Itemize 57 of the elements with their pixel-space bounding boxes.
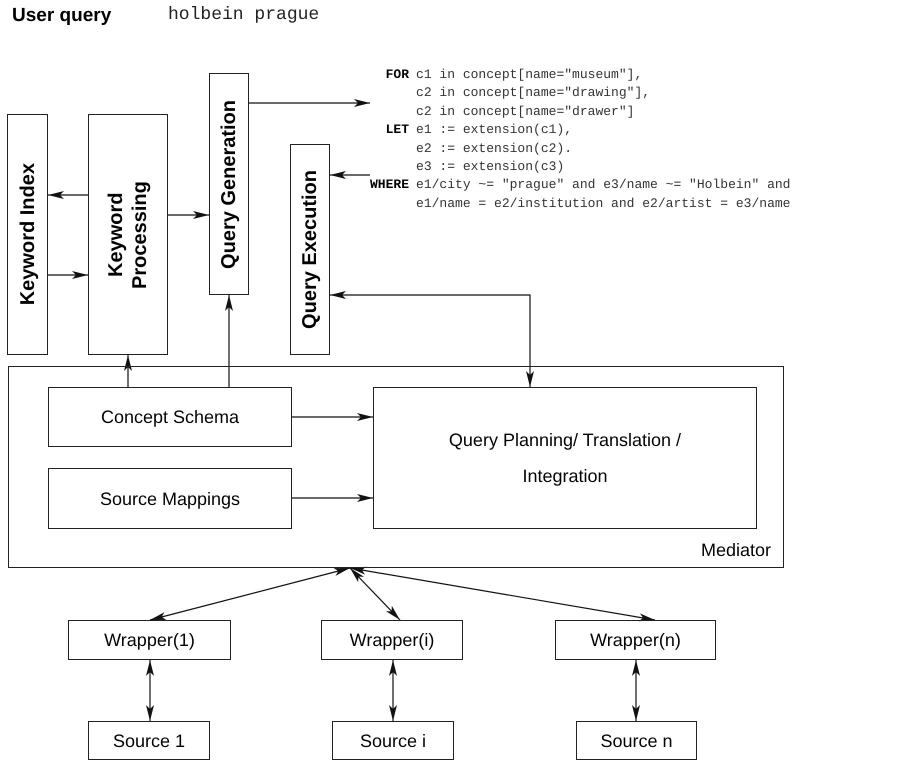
process-box xyxy=(373,387,757,529)
box-label: Keyword Processing xyxy=(104,180,152,290)
process-box xyxy=(332,721,454,760)
box-label: Concept Schema xyxy=(100,406,240,428)
query-text: holbein prague xyxy=(168,5,320,25)
box-label: Source 1 xyxy=(112,730,186,752)
arrow xyxy=(350,568,400,620)
code-line: c2 in concept[name="drawer"] xyxy=(416,102,636,121)
arrow xyxy=(48,191,88,199)
arrow xyxy=(48,271,88,279)
code-line: e1/city ~= "prague" and e3/name ~= "Holbein" and xyxy=(416,176,792,194)
code-keyword: LET xyxy=(384,121,410,140)
box-label: Wrapper(1) xyxy=(103,629,196,651)
arrow xyxy=(168,211,209,219)
arrow xyxy=(632,660,640,721)
code-line: e2 := extension(c2). xyxy=(416,140,574,158)
arrow xyxy=(389,660,397,721)
process-box xyxy=(290,144,330,355)
process-box xyxy=(68,620,231,660)
arrow xyxy=(292,494,373,502)
code-line: e1/name = e2/institution and e2/artist = e3/name xyxy=(416,194,792,213)
code-line: e3 := extension(c3) xyxy=(416,158,566,176)
arrow xyxy=(350,566,656,622)
box-label: Source Mappings xyxy=(98,488,242,510)
process-box xyxy=(88,114,168,355)
heading: User query xyxy=(12,5,112,27)
arrow xyxy=(124,355,132,387)
process-box xyxy=(48,468,292,529)
arrow xyxy=(330,291,534,387)
box-label: Source i xyxy=(358,730,428,752)
code-keyword: FOR xyxy=(384,66,410,84)
process-box xyxy=(7,114,48,355)
code-line: c1 in concept[name="museum"], xyxy=(416,66,644,84)
code-keyword: WHERE xyxy=(370,176,410,194)
process-box xyxy=(576,721,697,760)
arrow xyxy=(146,660,154,721)
arrow xyxy=(292,413,373,421)
container-label: Mediator xyxy=(700,540,771,561)
box-label: Source n xyxy=(599,730,674,752)
process-box xyxy=(321,620,463,660)
code-line: e1 := extension(c1), xyxy=(416,121,574,140)
arrow xyxy=(225,295,233,387)
container-box xyxy=(8,366,784,568)
process-box xyxy=(88,721,210,760)
box-label: Query Execution xyxy=(298,170,322,329)
process-box xyxy=(555,620,716,660)
box-label: Query Planning/ Translation / Integration xyxy=(448,429,682,488)
box-label: Wrapper(i) xyxy=(348,629,436,651)
arrow xyxy=(249,99,370,107)
arrow xyxy=(330,171,370,179)
arrow xyxy=(150,567,350,621)
process-box xyxy=(209,73,249,295)
box-label: Keyword Index xyxy=(16,163,40,306)
box-label: Query Generation xyxy=(217,100,241,268)
box-label: Wrapper(n) xyxy=(589,629,682,651)
code-line: c2 in concept[name="drawing"], xyxy=(416,84,652,102)
process-box xyxy=(48,387,292,447)
